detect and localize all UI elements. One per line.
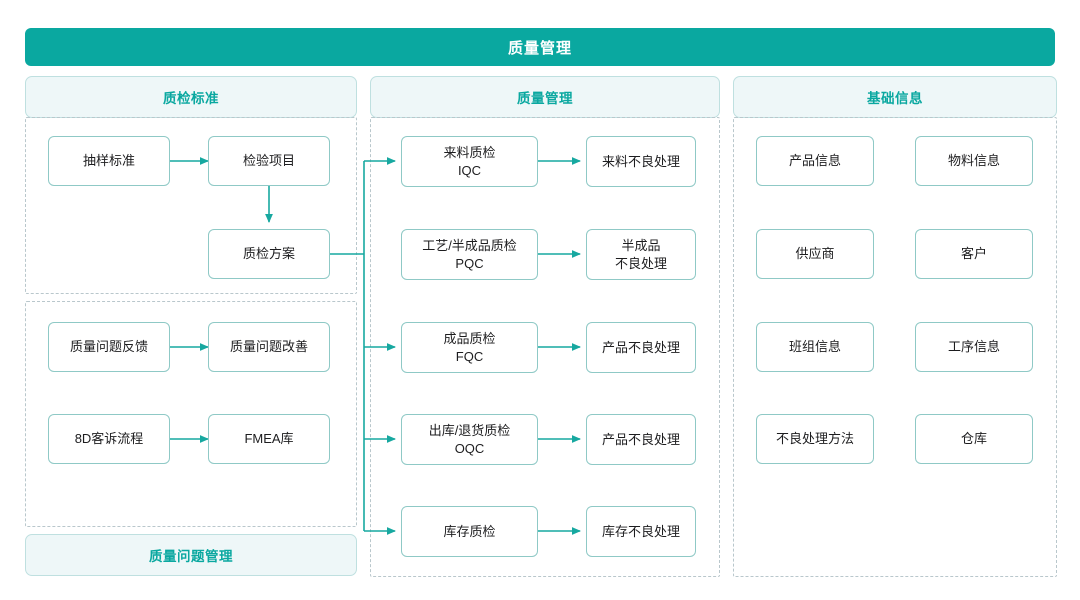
node-incoming-inspection-iqc[interactable]: 来料质检 IQC [401,136,538,187]
node-product-defect-handling-fqc[interactable]: 产品不良处理 [586,322,696,373]
node-incoming-inspection-iqc-label: 来料质检 [443,144,496,160]
main-title-banner: 质量管理 [25,28,1055,66]
node-fmea-library[interactable]: FMEA库 [208,414,330,464]
node-process-inspection-pqc[interactable]: 工艺/半成品质检 PQC [401,229,538,280]
node-process-info[interactable]: 工序信息 [915,322,1033,372]
node-8d-complaint-process[interactable]: 8D客诉流程 [48,414,170,464]
node-incoming-defect-handling[interactable]: 来料不良处理 [586,136,696,187]
node-inspection-plan[interactable]: 质检方案 [208,229,330,279]
node-semifinished-defect-handling[interactable]: 半成品 不良处理 [586,229,696,280]
node-sampling-standard[interactable]: 抽样标准 [48,136,170,186]
node-team-info[interactable]: 班组信息 [756,322,874,372]
node-quality-issue-improvement[interactable]: 质量问题改善 [208,322,330,372]
node-quality-issue-feedback[interactable]: 质量问题反馈 [48,322,170,372]
node-inspection-plan-label: 质检方案 [242,246,295,261]
node-outgoing-inspection-oqc-label: 出库/退货质检 [428,422,511,438]
node-quality-issue-improvement-label: 质量问题改善 [229,339,308,354]
node-defect-handling-method-label: 不良处理方法 [775,431,854,446]
node-sampling-standard-label: 抽样标准 [82,153,135,168]
node-product-info[interactable]: 产品信息 [756,136,874,186]
node-process-inspection-pqc-code: PQC [455,255,484,271]
node-final-inspection-fqc-label: 成品质检 [443,330,496,346]
node-defect-handling-method[interactable]: 不良处理方法 [756,414,874,464]
node-product-info-label: 产品信息 [788,153,841,168]
node-inventory-defect-handling[interactable]: 库存不良处理 [586,506,696,557]
node-outgoing-inspection-oqc-code: OQC [454,440,485,456]
node-8d-complaint-process-label: 8D客诉流程 [74,431,144,446]
node-product-defect-handling-oqc-label: 产品不良处理 [601,431,680,447]
section-header-quality-standards: 质检标准 [25,76,357,118]
node-quality-issue-feedback-label: 质量问题反馈 [69,339,148,354]
node-final-inspection-fqc-code: FQC [455,348,484,364]
panel-basic-info [733,117,1057,577]
node-inspection-items-label: 检验项目 [242,153,295,168]
section-header-quality-issue-management-label: 质量问题管理 [149,549,233,564]
node-supplier-label: 供应商 [795,246,835,261]
node-inventory-inspection-label: 库存质检 [443,523,496,539]
node-outgoing-inspection-oqc[interactable]: 出库/退货质检 OQC [401,414,538,465]
node-warehouse-label: 仓库 [960,431,987,446]
section-header-quality-standards-label: 质检标准 [163,91,219,106]
node-product-defect-handling-oqc[interactable]: 产品不良处理 [586,414,696,465]
node-fmea-library-label: FMEA库 [244,431,294,446]
node-semifinished-defect-handling-label: 半成品 [621,237,661,253]
panel-quality-issue-management [25,301,357,527]
section-header-quality-issue-management: 质量问题管理 [25,534,357,576]
node-inventory-inspection[interactable]: 库存质检 [401,506,538,557]
section-header-quality-management-label: 质量管理 [517,91,573,106]
node-warehouse[interactable]: 仓库 [915,414,1033,464]
node-product-defect-handling-fqc-label: 产品不良处理 [601,339,680,355]
section-header-quality-management: 质量管理 [370,76,720,118]
node-incoming-defect-handling-label: 来料不良处理 [601,153,680,169]
node-customer-label: 客户 [960,246,987,261]
panel-quality-standards [25,117,357,294]
node-material-info-label: 物料信息 [947,153,1000,168]
node-process-inspection-pqc-label: 工艺/半成品质检 [422,237,517,253]
main-title-text: 质量管理 [507,39,572,57]
node-inventory-defect-handling-label: 库存不良处理 [601,523,680,539]
node-final-inspection-fqc[interactable]: 成品质检 FQC [401,322,538,373]
node-material-info[interactable]: 物料信息 [915,136,1033,186]
section-header-basic-info: 基础信息 [733,76,1057,118]
node-customer[interactable]: 客户 [915,229,1033,279]
section-header-basic-info-label: 基础信息 [867,91,923,106]
node-supplier[interactable]: 供应商 [756,229,874,279]
node-team-info-label: 班组信息 [788,339,841,354]
node-incoming-inspection-iqc-code: IQC [457,162,482,178]
node-inspection-items[interactable]: 检验项目 [208,136,330,186]
node-semifinished-defect-handling-label2: 不良处理 [614,255,667,271]
node-process-info-label: 工序信息 [947,339,1000,354]
